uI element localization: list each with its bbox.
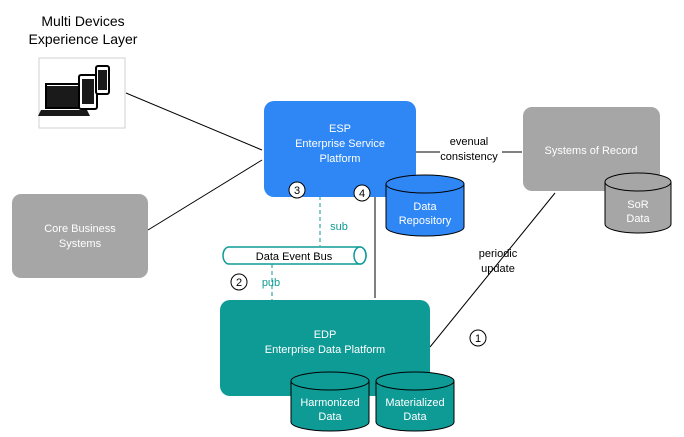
harmonized-data-label-line1: Harmonized <box>300 397 359 409</box>
materialized-data-label-line2: Data <box>403 411 427 423</box>
esp-label-line2: Enterprise Service <box>295 138 385 150</box>
edp-label-line2: Enterprise Data Platform <box>265 344 385 356</box>
svg-text:4: 4 <box>359 188 365 200</box>
periodic-update-label-line2: update <box>481 263 515 275</box>
diagram-title-line2: Experience Layer <box>29 31 138 47</box>
harmonized-data-label-line2: Data <box>318 411 342 423</box>
data-repository-cylinder <box>385 174 465 237</box>
core-business-label-line2: Systems <box>59 238 102 250</box>
eventual-consistency-label-line2: consistency <box>440 151 498 163</box>
periodic-update-label-line1: periodic <box>479 248 518 260</box>
step-badge-3: 3 <box>288 181 306 199</box>
systems-of-record-box <box>523 107 660 191</box>
pub-label: pub <box>262 277 280 289</box>
diagram-title-line1: Multi Devices <box>41 13 124 29</box>
connector-devices-esp <box>125 92 263 151</box>
esp-box <box>264 101 416 197</box>
esp-label-line3: Platform <box>320 153 361 165</box>
materialized-data-label-line1: Materialized <box>385 397 444 409</box>
materialized-data-cylinder <box>375 371 455 432</box>
svg-text:1: 1 <box>475 333 481 345</box>
sor-data-label-line1: SoR <box>627 199 648 211</box>
data-repository-label-line1: Data <box>413 201 437 213</box>
svg-text:2: 2 <box>236 277 242 289</box>
step-badge-1: 1 <box>469 329 487 347</box>
edp-box <box>220 300 430 396</box>
core-business-systems-box <box>12 194 148 278</box>
sub-label: sub <box>330 221 348 233</box>
devices-icon <box>38 57 126 129</box>
connector-core-esp <box>147 159 263 231</box>
step-badge-4: 4 <box>353 184 371 202</box>
data-repository-label-line2: Repository <box>399 215 452 227</box>
sor-data-cylinder <box>604 172 672 234</box>
svg-text:3: 3 <box>294 185 300 197</box>
data-event-bus-label: Data Event Bus <box>256 251 333 263</box>
data-event-bus <box>222 246 367 265</box>
edp-label-line1: EDP <box>314 329 337 341</box>
core-business-label-line1: Core Business <box>44 223 116 235</box>
esp-label-line1: ESP <box>329 123 351 135</box>
systems-of-record-label: Systems of Record <box>545 145 638 157</box>
connector-sor-edp <box>429 192 556 348</box>
harmonized-data-cylinder <box>290 371 370 432</box>
sor-data-label-line2: Data <box>626 213 650 225</box>
step-badge-2: 2 <box>230 273 248 291</box>
eventual-consistency-label-line1: evenual <box>450 136 489 148</box>
